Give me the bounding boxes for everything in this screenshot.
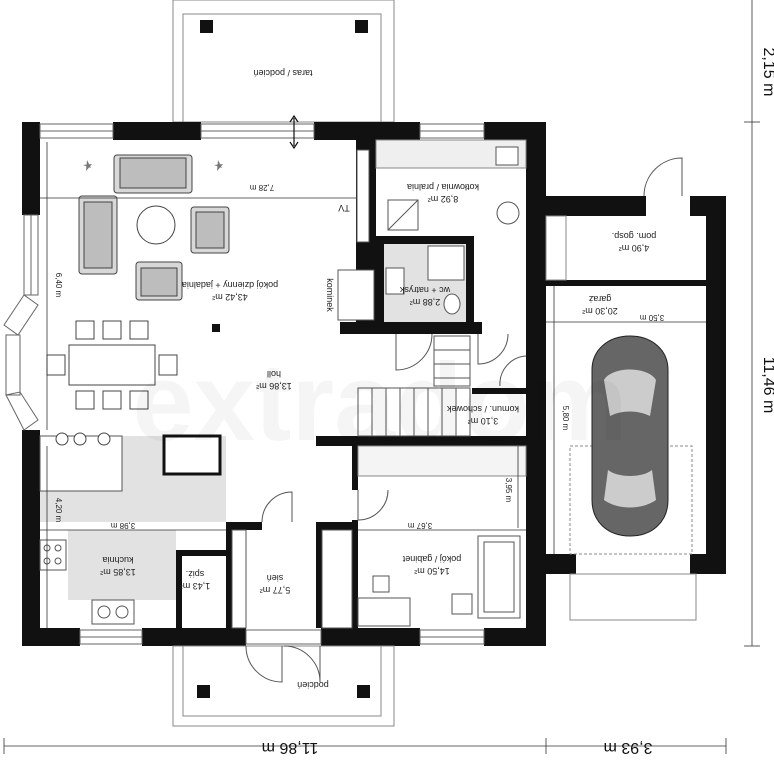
dim-367: 3,67 m [407,521,432,530]
fireplace [337,269,375,321]
watermark: extradom [132,341,627,464]
sien-wardrobe-right [321,529,353,629]
holl-area: 13,86 m² [256,381,292,391]
dim-728: 7,28 m [249,183,274,192]
tv-unit [356,149,370,243]
pom-gosp-label: pom. gosp. [612,231,657,241]
garage-apron [569,573,697,621]
kuchnia-label: kuchnia [102,555,133,565]
terrace-post [355,20,368,33]
podcien-bottom-label: podcień [297,680,329,690]
gabinet-desk [477,535,521,619]
pom-gosp-shelf [545,215,567,281]
kuchnia-area: 13,85 m² [100,567,136,577]
komun-label: komun. / schowek [446,404,519,414]
gabinet-wardrobe [357,445,527,477]
gabinet-box [451,593,473,615]
dim-350: 3,50 m [639,313,664,322]
wc-area: 2,88 m² [410,297,441,307]
washing-machine [496,201,520,225]
pantry-floor [182,556,226,628]
kitchen-sink [91,599,135,625]
bar-stools [55,432,111,446]
kotlownia-area: 8,92 m² [428,194,459,204]
dim-215: 2,15 m [760,48,774,97]
dim-1146: 11,46 m [760,357,774,414]
plant-icon [83,160,223,171]
gabinet-shelf [357,597,411,627]
wc-sink [385,267,405,295]
terrace-bottom: podcień [172,645,395,727]
garaz-label: garaż [588,294,611,304]
car-icon [591,335,669,537]
wc-label: wc + natrysk [399,285,451,295]
doors [245,157,683,683]
spiz-area: 1,43 m² [180,581,211,591]
terrace-post [197,685,210,698]
dim-393: 3,93 m [604,739,653,756]
external-dimension-texts: 11,86 m 3,93 m 11,46 m 2,15 m [262,48,774,756]
tv-label: TV [338,203,350,213]
dim-640: 6,40 m [54,273,63,298]
terrace-top: taras / podcień [172,0,395,123]
room-labels: pokój dzienny + jadalnia 43,42 m² holl 1… [100,182,656,595]
gabinet-chair [372,575,390,593]
sien-area: 5,77 m² [260,585,291,595]
internal-dimensions [40,142,706,628]
windows [3,123,485,645]
column [212,324,220,332]
sien-label: sień [267,573,284,583]
kotlownia-label: kotłownia / pralnia [407,182,479,192]
external-dimensions [3,0,760,754]
staircase [357,335,471,437]
dimension-texts: 7,28 m 6,40 m 4,20 m 3,98 m 3,67 m 3,95 … [54,183,664,530]
pokoj-dzienny-label: pokój dzienny + jadalnia [182,280,278,290]
utility-sink [495,146,519,166]
dim-580: 5,80 m [561,406,570,431]
dim-420: 4,20 m [54,498,63,523]
holl-label: holl [267,369,281,379]
spiz-label: spiż. [186,569,205,579]
pom-gosp-area: 4,90 m² [619,243,650,253]
kominek-label: kominek [325,278,335,312]
living-furniture [78,154,230,301]
terrace-top-label: taras / podcień [253,68,312,78]
gabinet-label: pokój / gabinet [402,554,461,564]
komun-area: 3,10 m² [468,416,499,426]
sien-wardrobe-left [231,529,247,629]
gabinet-area: 14,50 m² [414,566,450,576]
stove [39,539,67,571]
fridge [162,434,222,476]
shower [427,245,465,281]
terrace-post [200,20,213,33]
terrace-post [357,685,370,698]
dim-1186: 11,86 m [262,739,319,756]
pokoj-dzienny-area: 43,42 m² [212,292,248,302]
dim-398: 3,98 m [110,521,135,530]
dining-table [46,320,178,410]
garaz-area: 20,30 m² [582,306,618,316]
toilet [443,293,461,315]
dim-395: 3,95 m [504,478,513,503]
kitchen-island [68,530,176,600]
